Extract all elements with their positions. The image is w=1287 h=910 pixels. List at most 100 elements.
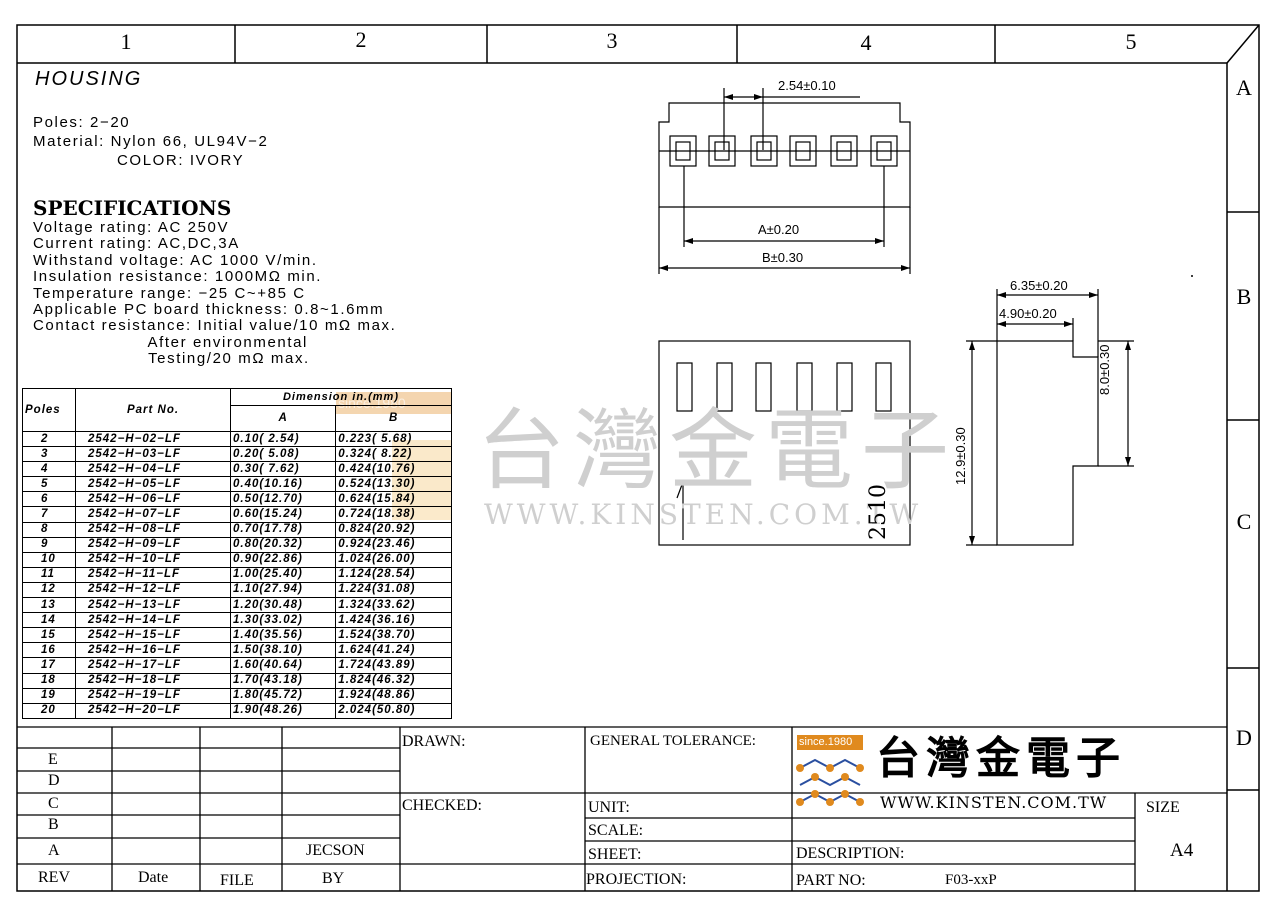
general-tolerance-label: GENERAL TOLERANCE: — [590, 733, 756, 749]
cell-dim-b: 1.324(33.62) — [335, 597, 452, 614]
spec-line: Current rating: AC,DC,3A — [33, 235, 240, 253]
rev-letter-e: E — [48, 751, 58, 768]
dim-width-total: 6.35±0.20 — [1010, 278, 1068, 293]
dim-a: A±0.20 — [758, 222, 800, 237]
cell-poles: 13 — [22, 597, 76, 614]
watermark-chinese: 台灣金電子 — [477, 399, 958, 502]
size-label: SIZE — [1146, 799, 1180, 816]
cell-part-no: 2542−H−19−LF — [75, 687, 231, 704]
cell-dim-b: 0.223( 5.68) — [335, 430, 452, 448]
file-label: FILE — [220, 872, 254, 889]
column-number-1: 1 — [120, 29, 132, 54]
cell-dim-b: 0.524(13.30) — [335, 476, 452, 493]
cell-part-no: 2542−H−03−LF — [75, 446, 231, 463]
cell-dim-b: 1.424(36.16) — [335, 612, 452, 629]
dim-b: B±0.30 — [762, 250, 804, 265]
housing-color: COLOR: IVORY — [117, 152, 245, 169]
projection-label: PROJECTION: — [586, 871, 687, 888]
front-view — [658, 340, 911, 546]
logo-mark — [796, 735, 864, 806]
column-number-5: 5 — [1125, 29, 1137, 54]
part-no-value: F03-xxP — [945, 872, 997, 888]
cell-poles: 11 — [22, 566, 76, 583]
cell-part-no: 2542−H−08−LF — [75, 521, 231, 538]
specifications-title: SPECIFICATIONS — [33, 196, 232, 220]
housing-material: Material: Nylon 66, UL94V−2 — [33, 133, 269, 150]
cell-part-no: 2542−H−10−LF — [75, 551, 231, 568]
cell-dim-a: 1.00(25.40) — [229, 566, 337, 583]
cell-dim-b: 1.224(31.08) — [335, 581, 452, 599]
dim-pitch: 2.54±0.10 — [778, 78, 836, 93]
sheet-label: SHEET: — [588, 846, 642, 863]
cell-poles: 7 — [22, 506, 76, 523]
title-block-lines — [17, 726, 1227, 891]
part-no-label: PART NO: — [796, 872, 866, 889]
cell-dim-b: 0.424(10.76) — [335, 461, 452, 478]
cell-dim-b: 0.824(20.92) — [335, 521, 452, 538]
drawn-label: DRAWN: — [402, 733, 466, 750]
rev-letter-c: C — [48, 795, 59, 812]
row-letter-b: B — [1236, 284, 1252, 309]
spec-line: Contact resistance: Initial value/10 mΩ … — [33, 317, 397, 335]
spec-line: Insulation resistance: 1000MΩ min. — [33, 268, 323, 286]
watermark-url: WWW.KINSTEN.COM.TW — [484, 498, 923, 531]
cell-dim-b: 1.724(43.89) — [335, 657, 452, 674]
row-letter-a: A — [1236, 75, 1252, 100]
by-name: JECSON — [306, 842, 365, 859]
cell-poles: 20 — [22, 702, 76, 719]
cell-dim-a: 1.30(33.02) — [229, 612, 337, 629]
cell-dim-b: 1.124(28.54) — [335, 566, 452, 583]
cell-dim-b: 1.924(48.86) — [335, 687, 452, 704]
spec-line: After environmental — [33, 333, 308, 351]
column-number-4: 4 — [860, 30, 872, 55]
cell-dim-b: 0.724(18.38) — [335, 506, 452, 523]
dim-width-body: 4.90±0.20 — [999, 306, 1057, 321]
cell-dim-a: 1.80(45.72) — [229, 687, 337, 704]
cell-part-no: 2542−H−16−LF — [75, 642, 231, 659]
row-letter-c: C — [1236, 509, 1252, 534]
row-letter-d: D — [1236, 725, 1252, 750]
size-value: A4 — [1170, 840, 1194, 861]
cell-dim-a: 0.30( 7.62) — [229, 461, 337, 478]
cell-dim-a: 0.40(10.16) — [229, 476, 337, 493]
cell-poles: 5 — [22, 476, 76, 493]
spec-line: Applicable PC board thickness: 0.8~1.6mm — [33, 301, 385, 319]
cell-poles: 6 — [22, 491, 76, 508]
cell-dim-b: 1.824(46.32) — [335, 672, 452, 689]
dim-arrows — [659, 94, 910, 271]
cell-part-no: 2542−H−04−LF — [75, 461, 231, 478]
rev-letter-b: B — [48, 816, 59, 833]
cell-part-no: 2542−H−15−LF — [75, 627, 231, 644]
top-view — [658, 88, 911, 274]
cell-part-no: 2542−H−07−LF — [75, 506, 231, 523]
cell-dim-a: 1.40(35.56) — [229, 627, 337, 644]
cell-part-no: 2542−H−13−LF — [75, 597, 231, 614]
rev-label: REV — [38, 869, 70, 886]
by-label: BY — [322, 870, 345, 887]
cell-dim-b: 0.924(23.46) — [335, 536, 452, 553]
header-dimension: Dimension in.(mm) — [230, 387, 452, 407]
cell-dim-a: 1.20(30.48) — [229, 597, 337, 614]
part-marking: 2510 — [866, 484, 891, 540]
rev-letter-a: A — [48, 842, 60, 859]
cell-dim-a: 0.10( 2.54) — [229, 430, 337, 448]
cell-part-no: 2542−H−11−LF — [75, 566, 231, 583]
cell-poles: 12 — [22, 581, 76, 599]
cell-dim-b: 1.624(41.24) — [335, 642, 452, 659]
header-a: A — [229, 405, 337, 432]
cell-poles: 17 — [22, 657, 76, 674]
cell-dim-b: 1.024(26.00) — [335, 551, 452, 568]
cell-poles: 15 — [22, 627, 76, 644]
logo-url: WWW.KINSTEN.COM.TW — [880, 793, 1108, 812]
header-part-no: Part No. — [75, 388, 231, 432]
cell-poles: 14 — [22, 612, 76, 629]
